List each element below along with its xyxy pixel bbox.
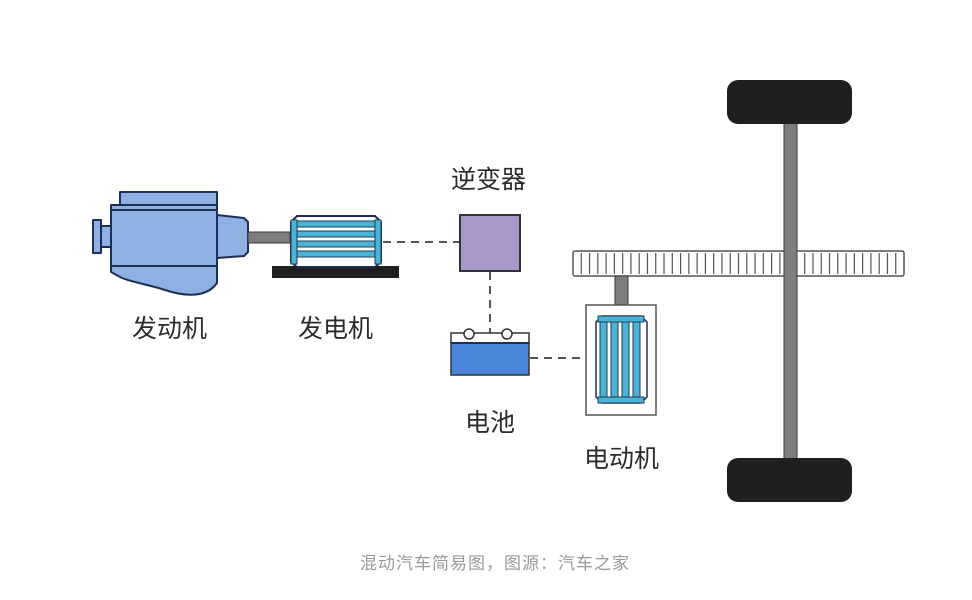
engine [92, 191, 249, 296]
battery-body [450, 342, 530, 376]
gear [572, 250, 905, 277]
motor-end-bottom [597, 396, 645, 404]
motor-label: 电动机 [584, 444, 659, 473]
engine-bellhousing [216, 214, 249, 259]
figure-caption: 混动汽车简易图，图源：汽车之家 [360, 554, 630, 574]
front-wheel [727, 80, 852, 124]
axle [783, 121, 798, 463]
battery-terminal-positive [501, 328, 513, 340]
generator-label: 发电机 [298, 314, 373, 343]
generator-end-left [290, 219, 298, 265]
motor-stripe [610, 321, 619, 398]
motor-stripe [599, 321, 608, 398]
inverter [459, 214, 521, 272]
generator-base [272, 266, 399, 278]
inverter-label: 逆变器 [451, 165, 526, 194]
battery [450, 328, 530, 376]
engine-generator-shaft [247, 231, 291, 244]
motor-stripe [632, 321, 641, 398]
battery-terminal-negative [463, 328, 475, 340]
generator-stripe [295, 230, 377, 238]
generator-stripe [295, 250, 377, 258]
generator-end-right [374, 219, 382, 265]
engine-label: 发动机 [132, 314, 207, 343]
rear-wheel [727, 458, 852, 502]
battery-top [450, 332, 530, 344]
engine-block [110, 204, 218, 296]
motor-end-top [597, 315, 645, 323]
generator [272, 215, 399, 278]
electric-motor [585, 304, 657, 416]
generator-stripe [295, 220, 377, 228]
motor-stripe [621, 321, 630, 398]
generator-stripe [295, 240, 377, 248]
engine-end-cap [92, 219, 102, 254]
engine-top-cover [119, 191, 218, 206]
engine-flange [100, 225, 112, 248]
battery-label: 电池 [465, 408, 515, 437]
